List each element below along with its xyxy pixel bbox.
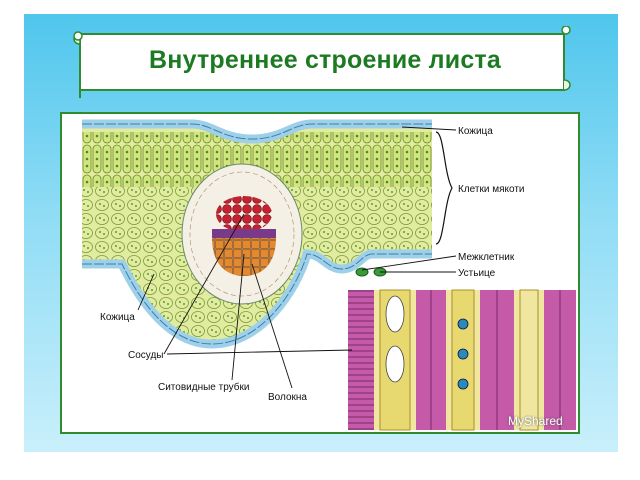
cambium-band bbox=[212, 229, 276, 238]
watermark-logo: MyShared bbox=[508, 414, 563, 428]
title-scroll-banner: Внутреннее строение листа bbox=[70, 26, 574, 98]
page-title: Внутреннее строение листа bbox=[149, 45, 501, 74]
longitudinal-section bbox=[348, 289, 576, 431]
label-fibers: Волокна bbox=[268, 392, 307, 403]
label-stoma: Устьице bbox=[458, 268, 496, 279]
label-sieve-tubes: Ситовидные трубки bbox=[158, 381, 249, 393]
label-skin-bottom: Кожица bbox=[100, 312, 135, 323]
label-pulp-cells: Клетки мякоти bbox=[458, 184, 525, 195]
label-skin-top: Кожица bbox=[458, 126, 493, 137]
pulp-bracket bbox=[435, 131, 453, 245]
leaf-structure-diagram: Кожица Клетки мякоти Межклетник Устьице … bbox=[60, 112, 580, 434]
leaf-cross-section: Кожица Клетки мякоти Межклетник Устьице … bbox=[82, 119, 576, 431]
label-intercellular: Межклетник bbox=[458, 252, 515, 263]
leader-lines bbox=[137, 126, 457, 389]
label-vessels: Сосуды bbox=[128, 350, 163, 361]
